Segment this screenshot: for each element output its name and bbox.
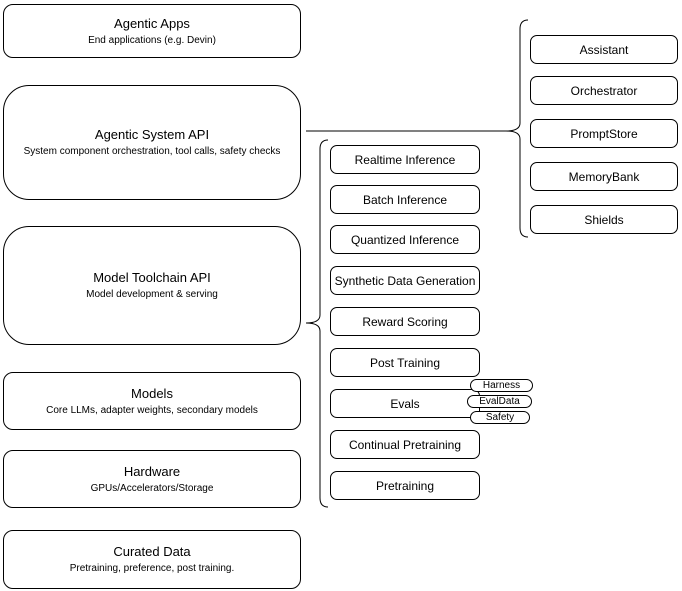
node-subtitle: Pretraining, preference, post training. <box>69 563 235 574</box>
brace-toolchain-group <box>305 139 329 508</box>
node-curated-data: Curated Data Pretraining, preference, po… <box>3 530 301 589</box>
brace-system-components-group <box>505 19 529 238</box>
node-label: Batch Inference <box>362 192 448 207</box>
node-label: Synthetic Data Generation <box>334 273 476 288</box>
tag-harness: Harness <box>470 379 533 392</box>
node-subtitle: Model development & serving <box>86 289 218 300</box>
node-label: Evals <box>390 396 420 411</box>
node-evals: Evals <box>330 389 480 418</box>
node-subtitle: End applications (e.g. Devin) <box>88 34 216 46</box>
node-hardware: Hardware GPUs/Accelerators/Storage <box>3 450 301 508</box>
node-synthetic-data-generation: Synthetic Data Generation <box>330 266 480 295</box>
node-batch-inference: Batch Inference <box>330 185 480 214</box>
tag-evaldata: EvalData <box>467 395 532 408</box>
node-agentic-system-api: Agentic System API System component orch… <box>3 85 301 200</box>
node-label: MemoryBank <box>568 169 640 184</box>
node-realtime-inference: Realtime Inference <box>330 145 480 174</box>
node-assistant: Assistant <box>530 35 678 64</box>
node-label: Orchestrator <box>570 83 638 98</box>
tag-safety: Safety <box>470 411 530 424</box>
node-title: Curated Data <box>113 544 191 559</box>
node-models: Models Core LLMs, adapter weights, secon… <box>3 372 301 430</box>
node-subtitle: Core LLMs, adapter weights, secondary mo… <box>46 404 258 416</box>
node-subtitle: System component orchestration, tool cal… <box>23 146 281 157</box>
node-reward-scoring: Reward Scoring <box>330 307 480 336</box>
node-continual-pretraining: Continual Pretraining <box>330 430 480 459</box>
node-quantized-inference: Quantized Inference <box>330 225 480 254</box>
node-title: Agentic System API <box>94 127 210 142</box>
node-title: Hardware <box>123 463 181 479</box>
node-pretraining: Pretraining <box>330 471 480 500</box>
tag-label: EvalData <box>479 396 520 407</box>
node-model-toolchain-api: Model Toolchain API Model development & … <box>3 226 301 345</box>
node-memorybank: MemoryBank <box>530 162 678 191</box>
node-title: Agentic Apps <box>114 15 190 31</box>
node-label: PromptStore <box>570 126 638 141</box>
node-label: Assistant <box>579 42 629 57</box>
node-label: Realtime Inference <box>354 152 456 167</box>
node-shields: Shields <box>530 205 678 234</box>
node-label: Continual Pretraining <box>348 437 462 452</box>
node-label: Quantized Inference <box>350 232 460 247</box>
node-label: Pretraining <box>375 478 435 493</box>
node-orchestrator: Orchestrator <box>530 76 678 105</box>
node-post-training: Post Training <box>330 348 480 377</box>
node-label: Shields <box>584 212 624 227</box>
node-title: Model Toolchain API <box>93 270 211 285</box>
node-agentic-apps: Agentic Apps End applications (e.g. Devi… <box>3 4 301 58</box>
node-promptstore: PromptStore <box>530 119 678 148</box>
node-subtitle: GPUs/Accelerators/Storage <box>90 482 214 494</box>
tag-label: Harness <box>482 380 521 391</box>
tag-label: Safety <box>485 412 515 423</box>
node-label: Post Training <box>369 355 441 370</box>
node-title: Models <box>131 385 173 401</box>
node-label: Reward Scoring <box>362 314 448 329</box>
